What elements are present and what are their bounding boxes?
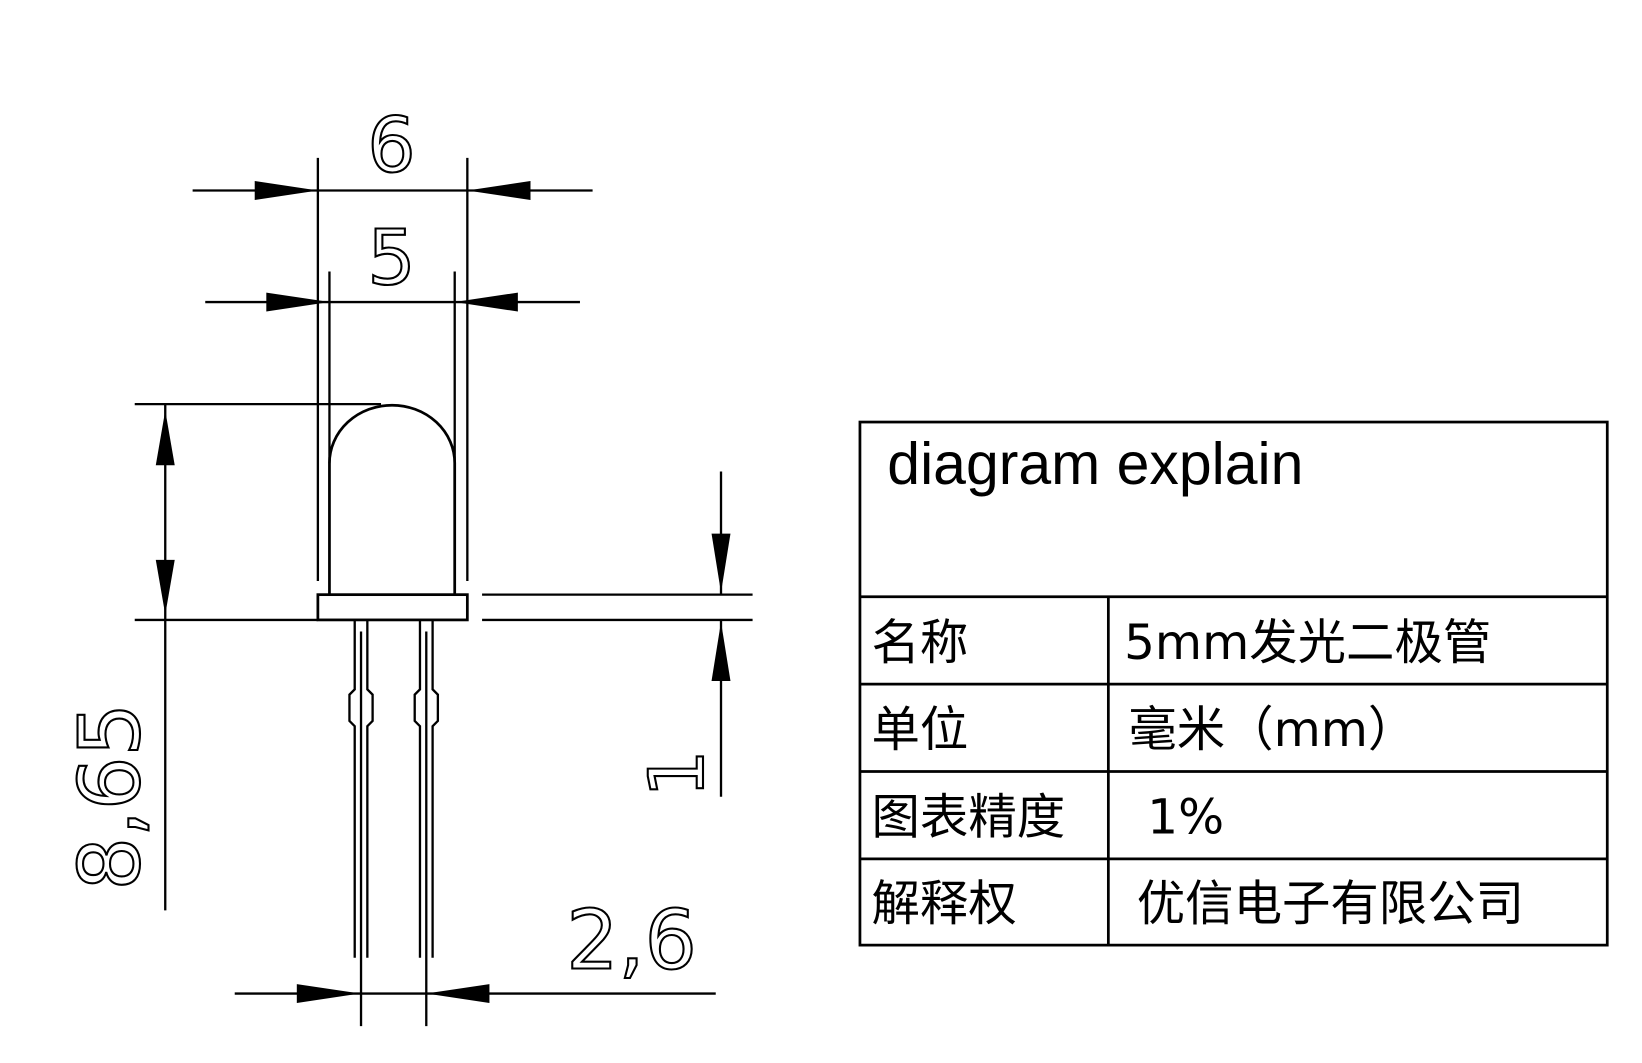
dimension-label-thickness: 1 [633, 749, 721, 797]
dimension-dome-height: 8,65 [60, 402, 382, 911]
led-leads [348, 619, 440, 958]
led-flange [316, 593, 469, 622]
arrow-down-icon [711, 533, 731, 593]
arrow-up-icon [711, 622, 731, 681]
arrow-left-icon [454, 292, 518, 312]
dimension-flange-thickness: 1 [482, 471, 753, 799]
lead-left-outline [366, 619, 374, 958]
arrow-right-icon [254, 181, 318, 200]
dimension-lead-spacing: 2,6 [234, 631, 716, 1027]
table-row-value: 1% [1147, 790, 1224, 846]
lead-right-outline [413, 619, 422, 958]
dimension-overall-width: 6 [192, 101, 593, 581]
arrow-right-icon [296, 984, 360, 1004]
led-body [316, 403, 469, 622]
table-row-label: 名称 [872, 615, 969, 671]
table-row-label: 图表精度 [872, 790, 1066, 846]
table-row-label: 解释权 [872, 876, 1017, 932]
table-title: diagram explain [887, 432, 1303, 497]
table-row-value: 毫米（mm） [1128, 702, 1416, 758]
led-dome [328, 403, 457, 595]
dimension-body-diameter: 5 [205, 213, 580, 464]
arrow-down-icon [155, 559, 175, 615]
table-row-label: 单位 [872, 702, 969, 758]
dimension-label-diameter: 5 [367, 214, 415, 302]
table-row-value: 5mm发光二极管 [1124, 615, 1491, 671]
lead-left-outline [348, 619, 356, 958]
dimension-label-width: 6 [367, 102, 415, 190]
arrow-left-icon [426, 984, 490, 1004]
arrow-right-icon [266, 292, 330, 312]
arrow-left-icon [467, 181, 531, 200]
arrow-up-icon [155, 410, 175, 466]
explanation-table: diagram explain 名称 5mm发光二极管 单位 毫米（mm） 图表… [858, 420, 1609, 947]
table-row-value: 优信电子有限公司 [1137, 876, 1524, 932]
dimension-label-lead-spacing: 2,6 [566, 893, 697, 988]
dimension-label-height: 8,65 [61, 703, 159, 890]
lead-right-outline [431, 619, 440, 958]
